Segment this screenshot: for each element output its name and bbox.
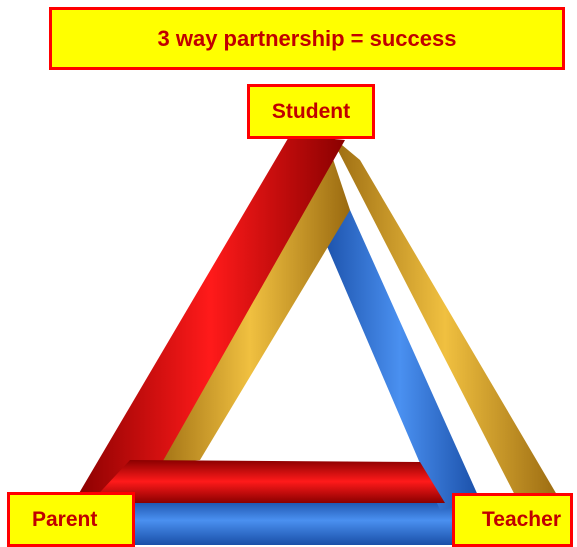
teacher-label: Teacher xyxy=(452,493,573,547)
red-bar-bottom xyxy=(90,460,445,503)
title-banner: 3 way partnership = success xyxy=(49,7,565,70)
parent-label: Parent xyxy=(7,492,135,547)
gold-bar-right xyxy=(330,135,560,505)
red-bar-left xyxy=(75,135,345,500)
blue-bar-right xyxy=(320,210,480,510)
blue-bar-bottom xyxy=(95,500,455,545)
student-label: Student xyxy=(247,84,375,139)
